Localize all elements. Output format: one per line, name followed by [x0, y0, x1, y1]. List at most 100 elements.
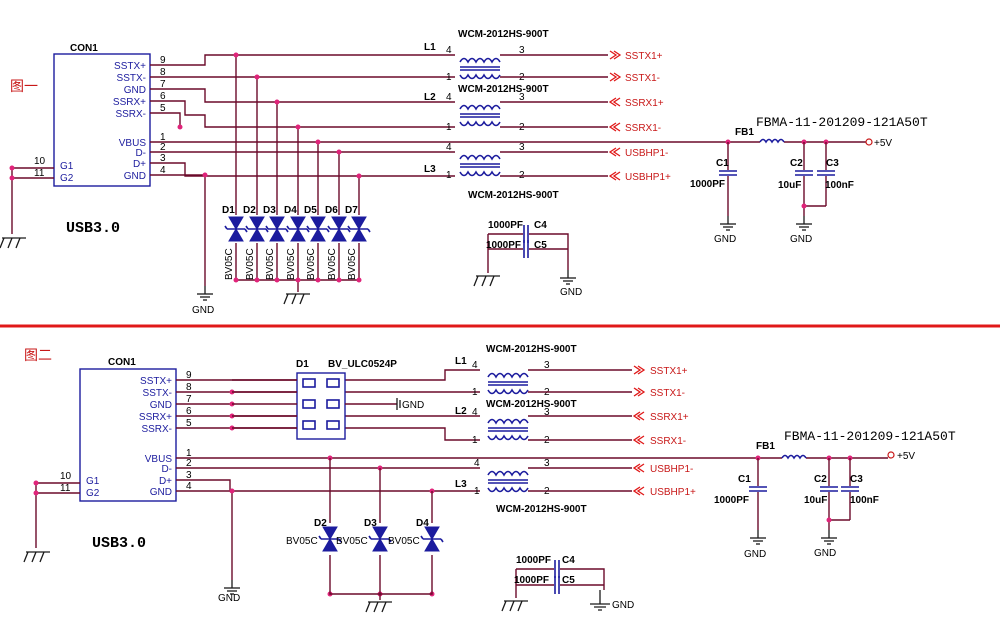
- svg-text:11: 11: [60, 483, 71, 494]
- figure-1: 图一 CON1 SSTX+9SSTX-8GND7SSRX+6SSRX-5VBUS…: [0, 29, 928, 316]
- svg-text:3: 3: [544, 360, 550, 371]
- connector-pin-label: GND: [150, 487, 172, 498]
- svg-text:4: 4: [446, 45, 452, 56]
- svg-text:C2: C2: [814, 474, 827, 485]
- tvs-diode-icon: [420, 526, 444, 552]
- fig2-connector-pins: SSTX+9SSTX-8GND7SSRX+6SSRX-5VBUS1D-2D+3G…: [139, 370, 192, 498]
- connector-pin-number: 5: [160, 103, 166, 114]
- fig2-fb1-part: FBMA-11-201209-121A50T: [784, 429, 956, 444]
- svg-text:1000PF: 1000PF: [714, 495, 749, 506]
- svg-text:3: 3: [544, 407, 550, 418]
- fig1-net-sstx1n: SSTX1-: [625, 73, 660, 84]
- svg-text:+5V: +5V: [897, 451, 915, 462]
- svg-text:GND: GND: [612, 600, 634, 611]
- figure-2-label: 图二: [24, 348, 52, 364]
- fig1-c5-gnd-icon: [559, 269, 577, 285]
- connector-pin-label: SSRX+: [113, 97, 146, 108]
- fig1-c2-gnd-icon: [795, 215, 813, 231]
- svg-text:4: 4: [446, 92, 452, 103]
- connector-pin-number: 5: [186, 418, 192, 429]
- fig1-tvs-diodes: D1BV05CD2BV05CD3BV05CD4BV05CD5BV05CD6BV0…: [222, 205, 371, 280]
- fig1-pin-num-11: 11: [34, 168, 45, 179]
- svg-text:L2: L2: [455, 406, 467, 417]
- connector-pin-number: 2: [160, 142, 166, 153]
- junction-dot: [315, 139, 321, 145]
- fig1-junctions: [177, 52, 362, 283]
- connector-pin-label: SSRX+: [139, 412, 172, 423]
- connector-pin-number: 3: [186, 470, 192, 481]
- fig2-pin-g1: G1: [86, 476, 100, 487]
- fig1-gnd-label: GND: [192, 305, 214, 316]
- connector-pin-label: SSTX-: [143, 388, 172, 399]
- connector-pin-label: D-: [161, 464, 172, 475]
- svg-text:GND: GND: [402, 400, 424, 411]
- diode-part: BV05C: [347, 248, 358, 280]
- svg-text:10: 10: [60, 471, 72, 482]
- svg-text:WCM-2012HS-900T: WCM-2012HS-900T: [496, 504, 587, 515]
- connector-pin-number: 2: [186, 458, 192, 469]
- svg-text:1000PF: 1000PF: [516, 555, 551, 566]
- diode-part: BV05C: [224, 248, 235, 280]
- junction-dot: [356, 173, 362, 179]
- fig2-esd-array: D1 BV_ULC0524P GND: [296, 359, 424, 440]
- tvs-diode-icon: [224, 216, 248, 242]
- fig2-l2-part: WCM-2012HS-900T: [486, 399, 577, 410]
- junction-dot: [233, 52, 239, 58]
- svg-text:C4: C4: [562, 555, 575, 566]
- fig1-c4-chassis-icon: [473, 275, 501, 287]
- fig2-c2-gnd-icon: [820, 529, 838, 545]
- junction-dot: [229, 488, 235, 494]
- connector-pin-label: GND: [124, 85, 146, 96]
- svg-text:C5: C5: [534, 240, 547, 251]
- connector-pin-number: 3: [160, 153, 166, 164]
- svg-text:BV_ULC0524P: BV_ULC0524P: [328, 359, 397, 370]
- connector-pin-number: 6: [160, 91, 166, 102]
- svg-text:L3: L3: [424, 164, 436, 175]
- svg-text:1000PF: 1000PF: [690, 179, 725, 190]
- connector-pin-number: 7: [160, 79, 166, 90]
- svg-text:GND: GND: [744, 549, 766, 560]
- svg-text:WCM-2012HS-900T: WCM-2012HS-900T: [468, 190, 559, 201]
- diode-ref: D5: [304, 205, 317, 216]
- fig1-l2-part: WCM-2012HS-900T: [458, 84, 549, 95]
- svg-text:1: 1: [472, 435, 478, 446]
- svg-text:1000PF: 1000PF: [488, 220, 523, 231]
- svg-text:3: 3: [544, 458, 550, 469]
- fig2-connector: CON1 SSTX+9SSTX-8GND7SSRX+6SSRX-5VBUS1D-…: [60, 357, 192, 502]
- fig1-pin-g1: G1: [60, 161, 74, 172]
- tvs-diode-icon: [265, 216, 289, 242]
- svg-text:1: 1: [474, 486, 480, 497]
- connector-pin-label: D+: [133, 159, 146, 170]
- svg-text:4: 4: [474, 458, 480, 469]
- connector-pin-label: SSRX-: [115, 109, 146, 120]
- fig1-net-ssrx1p: SSRX1+: [625, 98, 664, 109]
- svg-text:1: 1: [446, 170, 452, 181]
- diode-ref: D3: [364, 518, 377, 529]
- connector-pin-label: SSRX-: [141, 424, 172, 435]
- svg-text:1000PF: 1000PF: [486, 240, 521, 251]
- connector-pin-label: VBUS: [145, 454, 173, 465]
- fig1-c1-gnd-icon: [719, 215, 737, 231]
- diode-ref: D1: [222, 205, 235, 216]
- diode-ref: D3: [263, 205, 276, 216]
- fig2-gnd-icon: [223, 579, 241, 595]
- svg-text:GND: GND: [790, 234, 812, 245]
- connector-pin-label: GND: [150, 400, 172, 411]
- svg-text:WCM-2012HS-900T: WCM-2012HS-900T: [486, 344, 577, 355]
- connector-pin-number: 8: [160, 67, 166, 78]
- junction-dot: [336, 149, 342, 155]
- junction-dot: [295, 277, 301, 283]
- diode-ref: D6: [325, 205, 338, 216]
- junction-dot: [315, 277, 321, 283]
- fig2-connector-ref: CON1: [108, 357, 136, 368]
- svg-text:C2: C2: [790, 158, 803, 169]
- fig1-fb1-ref: FB1: [735, 127, 754, 138]
- connector-pin-number: 9: [160, 55, 166, 66]
- svg-text:C4: C4: [534, 220, 547, 231]
- fig1-choke-l1: L1 WCM-2012HS-900T 4 3 1 2: [424, 29, 549, 83]
- diode-ref: D7: [345, 205, 358, 216]
